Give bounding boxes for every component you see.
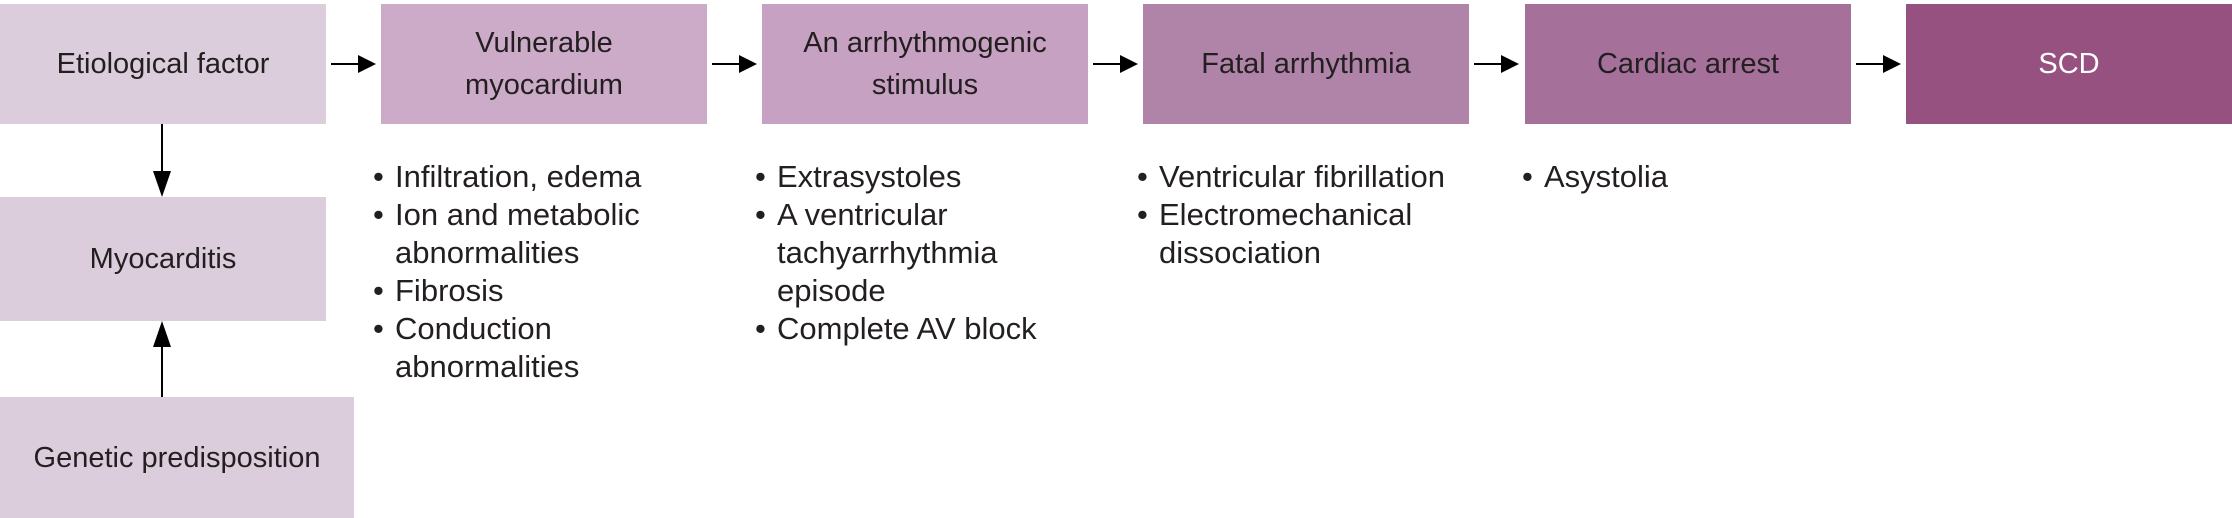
list-item-text: A ventricular tachyarrhythmia episode: [777, 197, 998, 308]
bullet-icon: •: [373, 273, 384, 308]
bullet-icon: •: [1137, 159, 1148, 194]
bullet-icon: •: [373, 311, 384, 346]
arrow-shaft: [1856, 62, 1883, 66]
list-item-text: Conduction abnormalities: [395, 311, 580, 384]
flow-box-vulnerable-myocardium: Vulnerable myocardium: [381, 4, 707, 124]
side-box-label: Genetic predisposition: [33, 441, 321, 474]
bullet-icon: •: [755, 311, 766, 346]
bullet-list-arrhythmogenic-stimulus: • Extrasystoles • A ventricular tachyarr…: [755, 158, 1155, 348]
arrow-right-icon: [712, 55, 757, 73]
arrow-down-icon: [153, 124, 171, 197]
arrow-up-icon: [153, 321, 171, 397]
arrow-head: [739, 55, 757, 73]
bullet-list-fatal-arrhythmia: • Ventricular fibrillation • Electromech…: [1137, 158, 1537, 272]
flow-box-arrhythmogenic-stimulus: An arrhythmogenic stimulus: [762, 4, 1088, 124]
list-item: • Complete AV block: [755, 310, 1155, 348]
arrow-right-icon: [1856, 55, 1901, 73]
list-item-text: Extrasystoles: [777, 159, 962, 194]
list-item: • Ventricular fibrillation: [1137, 158, 1537, 196]
bullet-icon: •: [373, 159, 384, 194]
list-item-text: Complete AV block: [777, 311, 1037, 346]
arrow-head: [1120, 55, 1138, 73]
arrow-head: [1501, 55, 1519, 73]
bullet-icon: •: [373, 197, 384, 232]
arrow-head: [153, 321, 171, 347]
flow-box-etiological-factor: Etiological factor: [0, 4, 326, 124]
flow-box-cardiac-arrest: Cardiac arrest: [1525, 4, 1851, 124]
list-item-text: Infiltration, edema: [395, 159, 642, 194]
list-item-text: Electromechanical dissociation: [1159, 197, 1413, 270]
list-item-text: Ion and metabolic abnormalities: [395, 197, 640, 270]
bullet-icon: •: [1522, 159, 1533, 194]
flow-box-label: Cardiac arrest: [1596, 48, 1780, 80]
bullet-icon: •: [1137, 197, 1148, 232]
arrow-shaft: [160, 347, 164, 397]
side-box-label: Myocarditis: [89, 243, 237, 275]
list-item: • Electromechanical dissociation: [1137, 196, 1537, 272]
list-item: • A ventricular tachyarrhythmia episode: [755, 196, 1155, 310]
arrow-shaft: [331, 62, 358, 66]
list-item-text: Fibrosis: [395, 273, 504, 308]
list-item-text: Ventricular fibrillation: [1159, 159, 1446, 194]
arrow-right-icon: [1474, 55, 1519, 73]
list-item-text: Asystolia: [1544, 159, 1669, 194]
list-item: • Conduction abnormalities: [373, 310, 773, 386]
flow-box-label: SCD: [2038, 48, 2100, 80]
bullet-list-vulnerable-myocardium: • Infiltration, edema • Ion and metaboli…: [373, 158, 773, 386]
flow-box-label: Etiological factor: [56, 48, 270, 80]
arrow-shaft: [1474, 62, 1501, 66]
list-item: • Asystolia: [1522, 158, 1922, 196]
arrow-shaft: [712, 62, 739, 66]
bullet-list-cardiac-arrest: • Asystolia: [1522, 158, 1922, 196]
arrow-right-icon: [331, 55, 376, 73]
side-box-genetic-predisposition: Genetic predisposition: [0, 397, 354, 518]
list-item: • Ion and metabolic abnormalities: [373, 196, 773, 272]
list-item: • Infiltration, edema: [373, 158, 773, 196]
arrow-head: [1883, 55, 1901, 73]
flow-box-label: Vulnerable myocardium: [465, 27, 623, 101]
bullet-icon: •: [755, 197, 766, 232]
side-box-myocarditis: Myocarditis: [0, 197, 326, 321]
arrow-head: [153, 171, 171, 197]
list-item: • Fibrosis: [373, 272, 773, 310]
arrow-shaft: [160, 124, 164, 171]
flow-box-scd: SCD: [1906, 4, 2232, 124]
arrow-right-icon: [1093, 55, 1138, 73]
bullet-icon: •: [755, 159, 766, 194]
flow-box-fatal-arrhythmia: Fatal arrhythmia: [1143, 4, 1469, 124]
list-item: • Extrasystoles: [755, 158, 1155, 196]
flow-box-label: An arrhythmogenic stimulus: [803, 27, 1047, 101]
arrow-shaft: [1093, 62, 1120, 66]
arrow-head: [358, 55, 376, 73]
flow-box-label: Fatal arrhythmia: [1201, 48, 1411, 80]
